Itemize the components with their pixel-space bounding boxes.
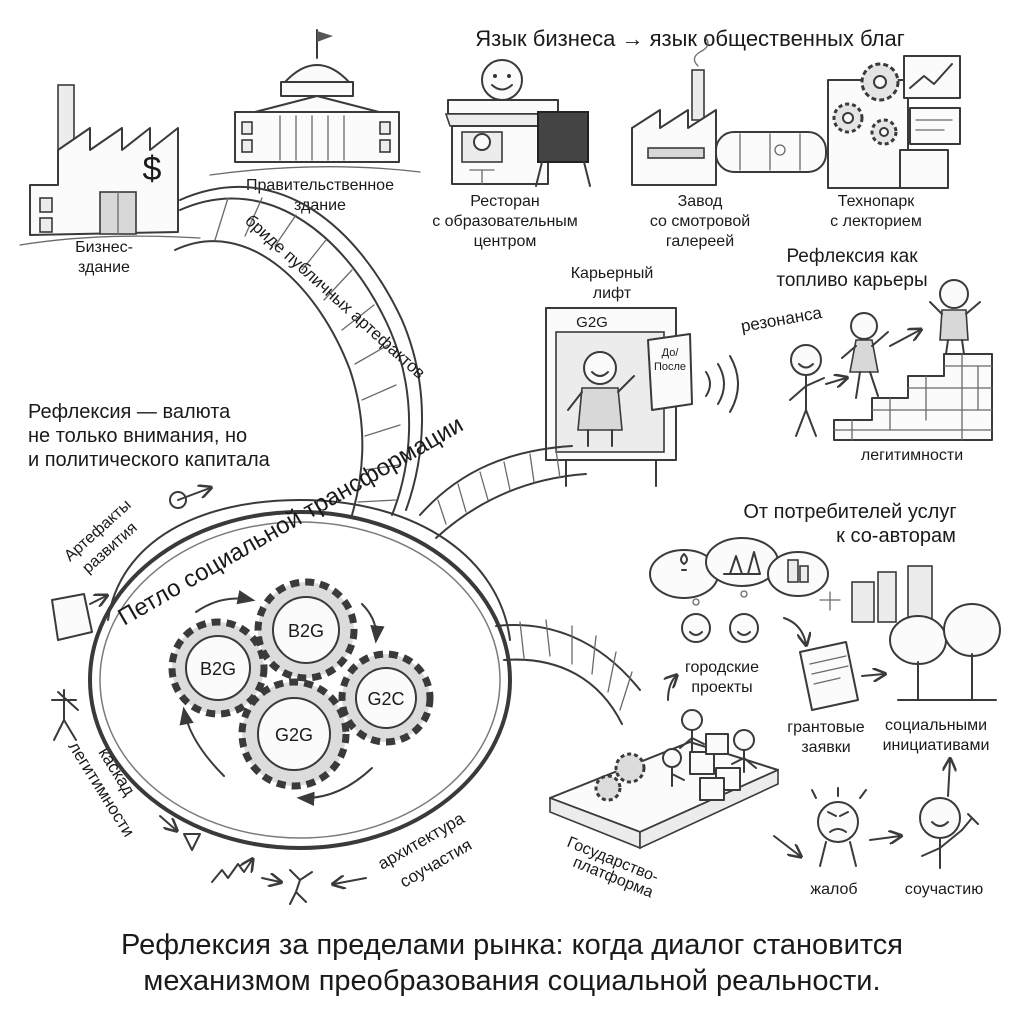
stick-figure-icon <box>51 689 79 741</box>
thought-bubbles <box>649 537 829 606</box>
urban-label-line2: проекты <box>691 679 752 696</box>
grants-label-line2: заявки <box>801 739 850 756</box>
lightbulb-icon <box>680 553 688 571</box>
building-blocks-icon <box>689 733 741 801</box>
gear-label-3: G2C <box>367 689 404 709</box>
platform-people <box>662 709 757 787</box>
before-after-scroll: До/ После <box>647 333 693 411</box>
factory-label-line3: галереей <box>666 233 734 250</box>
platform-bridge <box>495 619 641 725</box>
factory-building: Завод со смотровой галереей <box>631 37 827 250</box>
gear-label-1: B2G <box>200 659 236 679</box>
suited-man-figure <box>929 279 981 355</box>
reflection-note-line3: и политического капитала <box>28 449 271 471</box>
business-label-line2: здание <box>78 259 130 276</box>
social-label-line1: социальными <box>885 717 987 734</box>
footer-line2: механизмом преобразования социальной реа… <box>143 965 880 997</box>
government-building: Правительственное здание <box>209 29 421 214</box>
state-platform: Государство- платформа <box>549 709 779 901</box>
coauthors-title-line1: От потребителей услуг <box>743 501 956 523</box>
social-label-line2: инициативами <box>883 737 990 754</box>
career-elevator: Карьерный лифт G2G До/ После <box>545 265 739 487</box>
elevator-bridge <box>419 445 587 539</box>
dollar-sign-icon: $ <box>143 150 162 188</box>
bridge-label: бриде публичных артефактов <box>241 211 429 383</box>
chalkboard-sign-icon <box>537 111 589 163</box>
brick-stairs <box>833 353 993 441</box>
grant-document-icon <box>799 641 859 711</box>
restaurant-label-line2: с образовательным <box>432 213 578 230</box>
technopark-label-line2: с лекторием <box>830 213 922 230</box>
restaurant-building: Ресторан с образовательным центром <box>432 59 591 250</box>
scroll-line2: После <box>654 361 686 373</box>
restaurant-label-line1: Ресторан <box>470 193 540 210</box>
trophy-icon <box>183 833 201 851</box>
coauthors-title-line2: к со-авторам <box>836 525 956 547</box>
runner-figure-icon <box>289 869 313 905</box>
government-label-line2: здание <box>294 197 346 214</box>
elevator-sign: G2G <box>576 314 608 331</box>
gear-cluster-icon <box>832 62 900 146</box>
reflection-note-line2: не только внимания, но <box>28 425 247 447</box>
trees-icon <box>723 551 761 575</box>
smiley-with-wrench-figure <box>919 797 979 869</box>
angry-face-figure <box>811 787 867 867</box>
reflection-note-line1: Рефлексия — валюта <box>28 401 231 423</box>
city-park-icon <box>819 565 1001 701</box>
businessman-figure <box>567 351 635 447</box>
resonance-label: резонанса <box>739 303 823 336</box>
city-icon <box>787 559 799 583</box>
coauthors-section: От потребителей услуг к со-авторам город… <box>649 501 1001 898</box>
gear-label-4: G2G <box>275 725 313 745</box>
gear-b2g-top: B2G <box>254 578 358 682</box>
chart-screen-icon <box>903 55 961 99</box>
transformation-loop: Петло социальной трансформации B2G B2G G… <box>88 411 512 850</box>
sound-waves-icon <box>705 355 739 413</box>
factory-label-line1: Завод <box>678 193 723 210</box>
smiley-person <box>789 344 825 437</box>
gear-label-2: B2G <box>288 621 324 641</box>
two-smiley-people <box>681 613 759 643</box>
gear-b2g-left: B2G <box>168 618 268 718</box>
header-title: Язык бизнеса → язык общественных благ <box>475 26 905 51</box>
technopark-label-line1: Технопарк <box>838 193 916 210</box>
career-title-line2: топливо карьеры <box>776 270 927 291</box>
scroll-line1: До/ <box>662 347 680 359</box>
gear-g2c: G2C <box>338 650 434 746</box>
business-building: $ Бизнес- здание <box>19 84 201 276</box>
document-icon <box>51 593 93 641</box>
footer-line1: Рефлексия за пределами рынка: когда диал… <box>121 929 903 961</box>
participation-label: соучастию <box>905 881 983 898</box>
urban-label-line1: городские <box>685 659 759 676</box>
business-label-line1: Бизнес- <box>75 239 133 256</box>
participation-architecture: архитектура соучастия <box>334 808 475 891</box>
career-title-line1: Рефлексия как <box>786 246 918 267</box>
restaurant-label-line3: центром <box>474 233 537 250</box>
gear-g2g: G2G <box>238 678 350 790</box>
platform-gears-icon <box>594 752 646 802</box>
wrench-icon <box>961 813 979 831</box>
grants-label-line1: грантовые <box>787 719 865 736</box>
woman-figure <box>841 312 889 399</box>
complaints-label: жалоб <box>810 881 857 898</box>
flag-icon <box>317 31 333 42</box>
government-label-line1: Правительственное <box>246 177 394 194</box>
reflection-note: Рефлексия — валюта не только внимания, н… <box>28 401 271 471</box>
career-fuel: Рефлексия как топливо карьеры резонанса … <box>739 246 993 464</box>
legitimacy-label: легитимности <box>861 447 963 464</box>
elevator-title-line2: лифт <box>593 285 632 302</box>
elevator-title-line1: Карьерный <box>571 265 654 282</box>
technopark-building: Технопарк с лекторием <box>827 55 961 230</box>
factory-label-line2: со смотровой <box>650 213 750 230</box>
